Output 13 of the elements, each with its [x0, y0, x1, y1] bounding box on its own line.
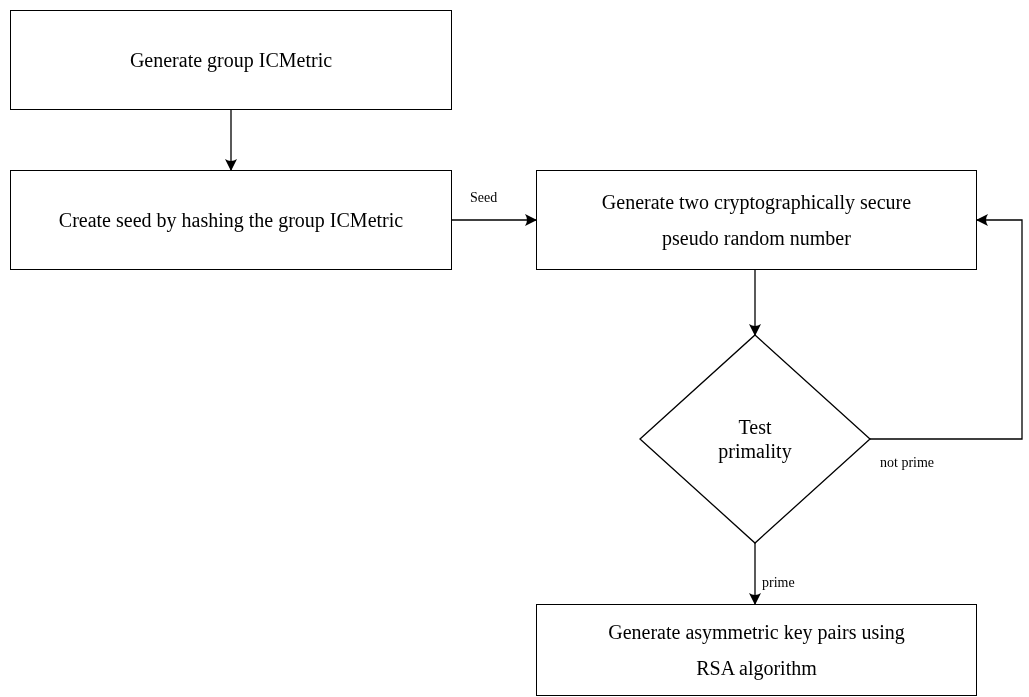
node-text: Create seed by hashing the group ICMetric	[58, 208, 404, 234]
node-text: Test primality	[717, 415, 793, 463]
process-box	[10, 170, 452, 270]
node-text: Generate group ICMetric	[129, 48, 333, 74]
decision-diamond	[640, 335, 870, 543]
edge-label: prime	[762, 575, 795, 591]
process-box	[10, 10, 452, 110]
node-text: Generate two cryptographically secure pseudo random number	[600, 190, 913, 252]
node-text: Generate asymmetric key pairs using RSA algorithm	[607, 620, 906, 682]
process-box	[536, 604, 977, 696]
edge-label: not prime	[880, 455, 935, 471]
edge-label: Seed	[470, 190, 498, 206]
process-box	[536, 170, 977, 270]
